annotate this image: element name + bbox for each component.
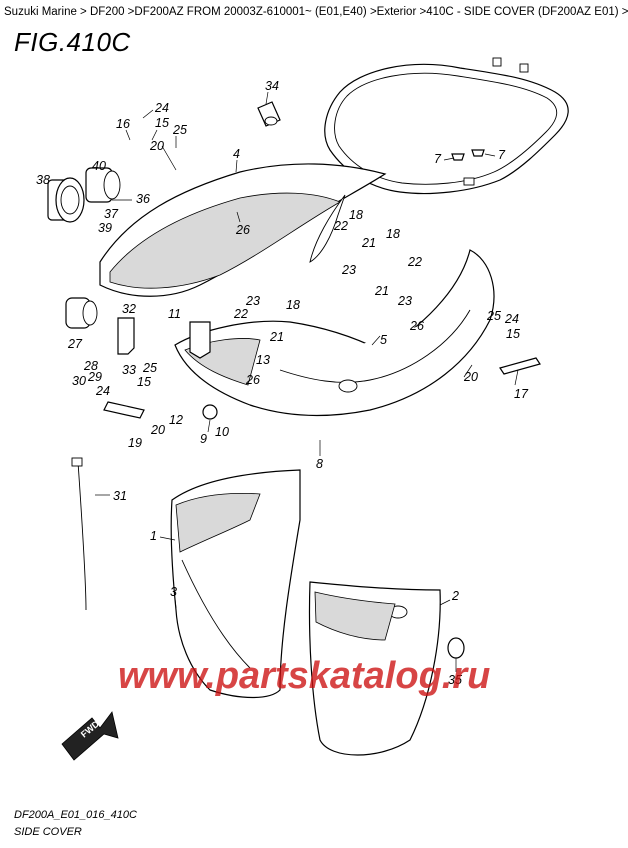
callout-31[interactable]: 31 [113,489,127,503]
leader-lines [95,91,519,672]
fwd-arrow-icon: FWD [61,711,119,761]
callout-20[interactable]: 20 [149,139,164,153]
callout-36[interactable]: 36 [136,192,150,206]
callout-24[interactable]: 24 [154,101,169,115]
callout-37[interactable]: 37 [104,207,119,221]
callout-15b[interactable]: 15 [137,375,151,389]
connector-38-icon [47,177,85,223]
callout-18[interactable]: 18 [349,208,363,222]
callout-8[interactable]: 8 [316,457,323,471]
callout-4[interactable]: 4 [233,147,240,161]
callout-18b[interactable]: 18 [386,227,400,241]
callout-28[interactable]: 28 [83,359,98,373]
callout-13[interactable]: 13 [256,353,270,367]
callout-21b[interactable]: 21 [374,284,389,298]
callout-22b[interactable]: 22 [407,255,422,269]
callout-20b[interactable]: 20 [150,423,165,437]
lever-19-icon [103,401,145,419]
connector-40-icon [85,167,121,203]
callout-22c[interactable]: 22 [233,307,248,321]
callout-38[interactable]: 38 [36,173,50,187]
side-cover-2-part [308,581,441,756]
callout-26[interactable]: 26 [235,223,250,237]
callout-2[interactable]: 2 [451,589,459,603]
figure-code: DF200A_E01_016_410C [14,809,137,821]
callout-34[interactable]: 34 [265,79,279,93]
callout-labels: 34 24 16 15 25 20 40 38 36 37 39 4 26 7 … [36,79,529,687]
lever-17-icon [499,357,541,375]
lower-cover-band-part [174,249,495,417]
callout-17[interactable]: 17 [514,387,529,401]
callout-16[interactable]: 16 [116,117,130,131]
callout-18c[interactable]: 18 [286,298,300,312]
parts-diagram: FWD 34 24 16 15 25 20 40 38 36 37 [36,57,569,761]
cable-tie-31-icon [71,457,87,611]
callout-9[interactable]: 9 [200,432,207,446]
callout-23[interactable]: 23 [341,263,356,277]
callout-33[interactable]: 33 [122,363,136,377]
bracket-32-icon [117,317,135,355]
seal-ring-part [324,57,569,195]
upper-cover-left-part [99,163,387,297]
connector-27-icon [65,297,98,329]
watermark-text[interactable]: www.partskatalog.ru [118,655,490,697]
callout-39[interactable]: 39 [98,221,112,235]
callout-29[interactable]: 29 [87,370,102,384]
callout-12[interactable]: 12 [169,413,183,427]
callout-24b[interactable]: 24 [95,384,110,398]
callout-40[interactable]: 40 [92,159,106,173]
bracket-11-icon [189,321,211,359]
breadcrumb[interactable]: Suzuki Marine > DF200 >DF200AZ FROM 2000… [4,6,628,18]
callout-23c[interactable]: 23 [245,294,260,308]
callout-24c[interactable]: 24 [504,312,519,326]
callout-21[interactable]: 21 [361,236,376,250]
callout-1[interactable]: 1 [150,529,157,543]
callout-5[interactable]: 5 [380,333,387,347]
callout-32[interactable]: 32 [122,302,136,316]
callout-30[interactable]: 30 [72,374,86,388]
callout-21c[interactable]: 21 [269,330,284,344]
callout-19[interactable]: 19 [128,436,142,450]
callout-7a[interactable]: 7 [434,152,442,166]
figure-title: FIG.410C [14,27,131,57]
callout-25[interactable]: 25 [172,123,187,137]
callout-7b[interactable]: 7 [498,148,506,162]
callout-35[interactable]: 35 [448,673,462,687]
callout-15[interactable]: 15 [155,116,169,130]
callout-15c[interactable]: 15 [506,327,520,341]
callout-26b[interactable]: 26 [409,319,424,333]
callout-22[interactable]: 22 [333,219,348,233]
grommet-34-icon [257,101,281,127]
callout-20c[interactable]: 20 [463,370,478,384]
figure-name: SIDE COVER [14,826,82,838]
callout-25b[interactable]: 25 [142,361,157,375]
callout-25c[interactable]: 25 [486,309,501,323]
callout-10[interactable]: 10 [215,425,229,439]
callout-11[interactable]: 11 [168,307,181,321]
callout-26c[interactable]: 26 [245,373,260,387]
grommet-9-icon [202,404,218,420]
callout-23b[interactable]: 23 [397,294,412,308]
callout-27[interactable]: 27 [67,337,83,351]
callout-3[interactable]: 3 [170,585,177,599]
